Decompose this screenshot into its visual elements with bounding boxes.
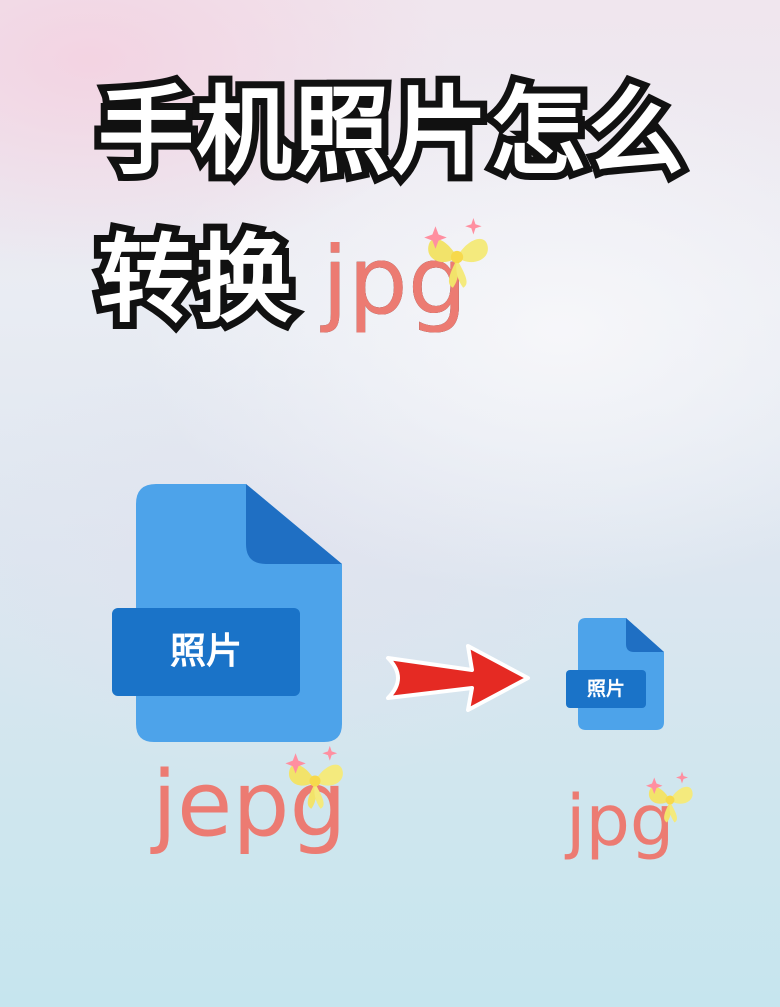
- bow-sparkle-icon: [416, 216, 498, 298]
- target-file-label: 照片: [586, 678, 625, 700]
- source-format-label: jepg: [152, 752, 347, 857]
- bow-sparkle-icon: [278, 744, 352, 818]
- source-file-icon: 照片: [112, 484, 342, 744]
- headline-convert-word: 转换: [91, 224, 299, 336]
- headline-line-1: 手机照片怎么: [91, 76, 691, 188]
- target-file-icon: 照片: [566, 618, 664, 730]
- bow-sparkle-icon: [640, 770, 700, 830]
- source-file-label: 照片: [169, 631, 242, 672]
- right-arrow-icon: [386, 640, 530, 716]
